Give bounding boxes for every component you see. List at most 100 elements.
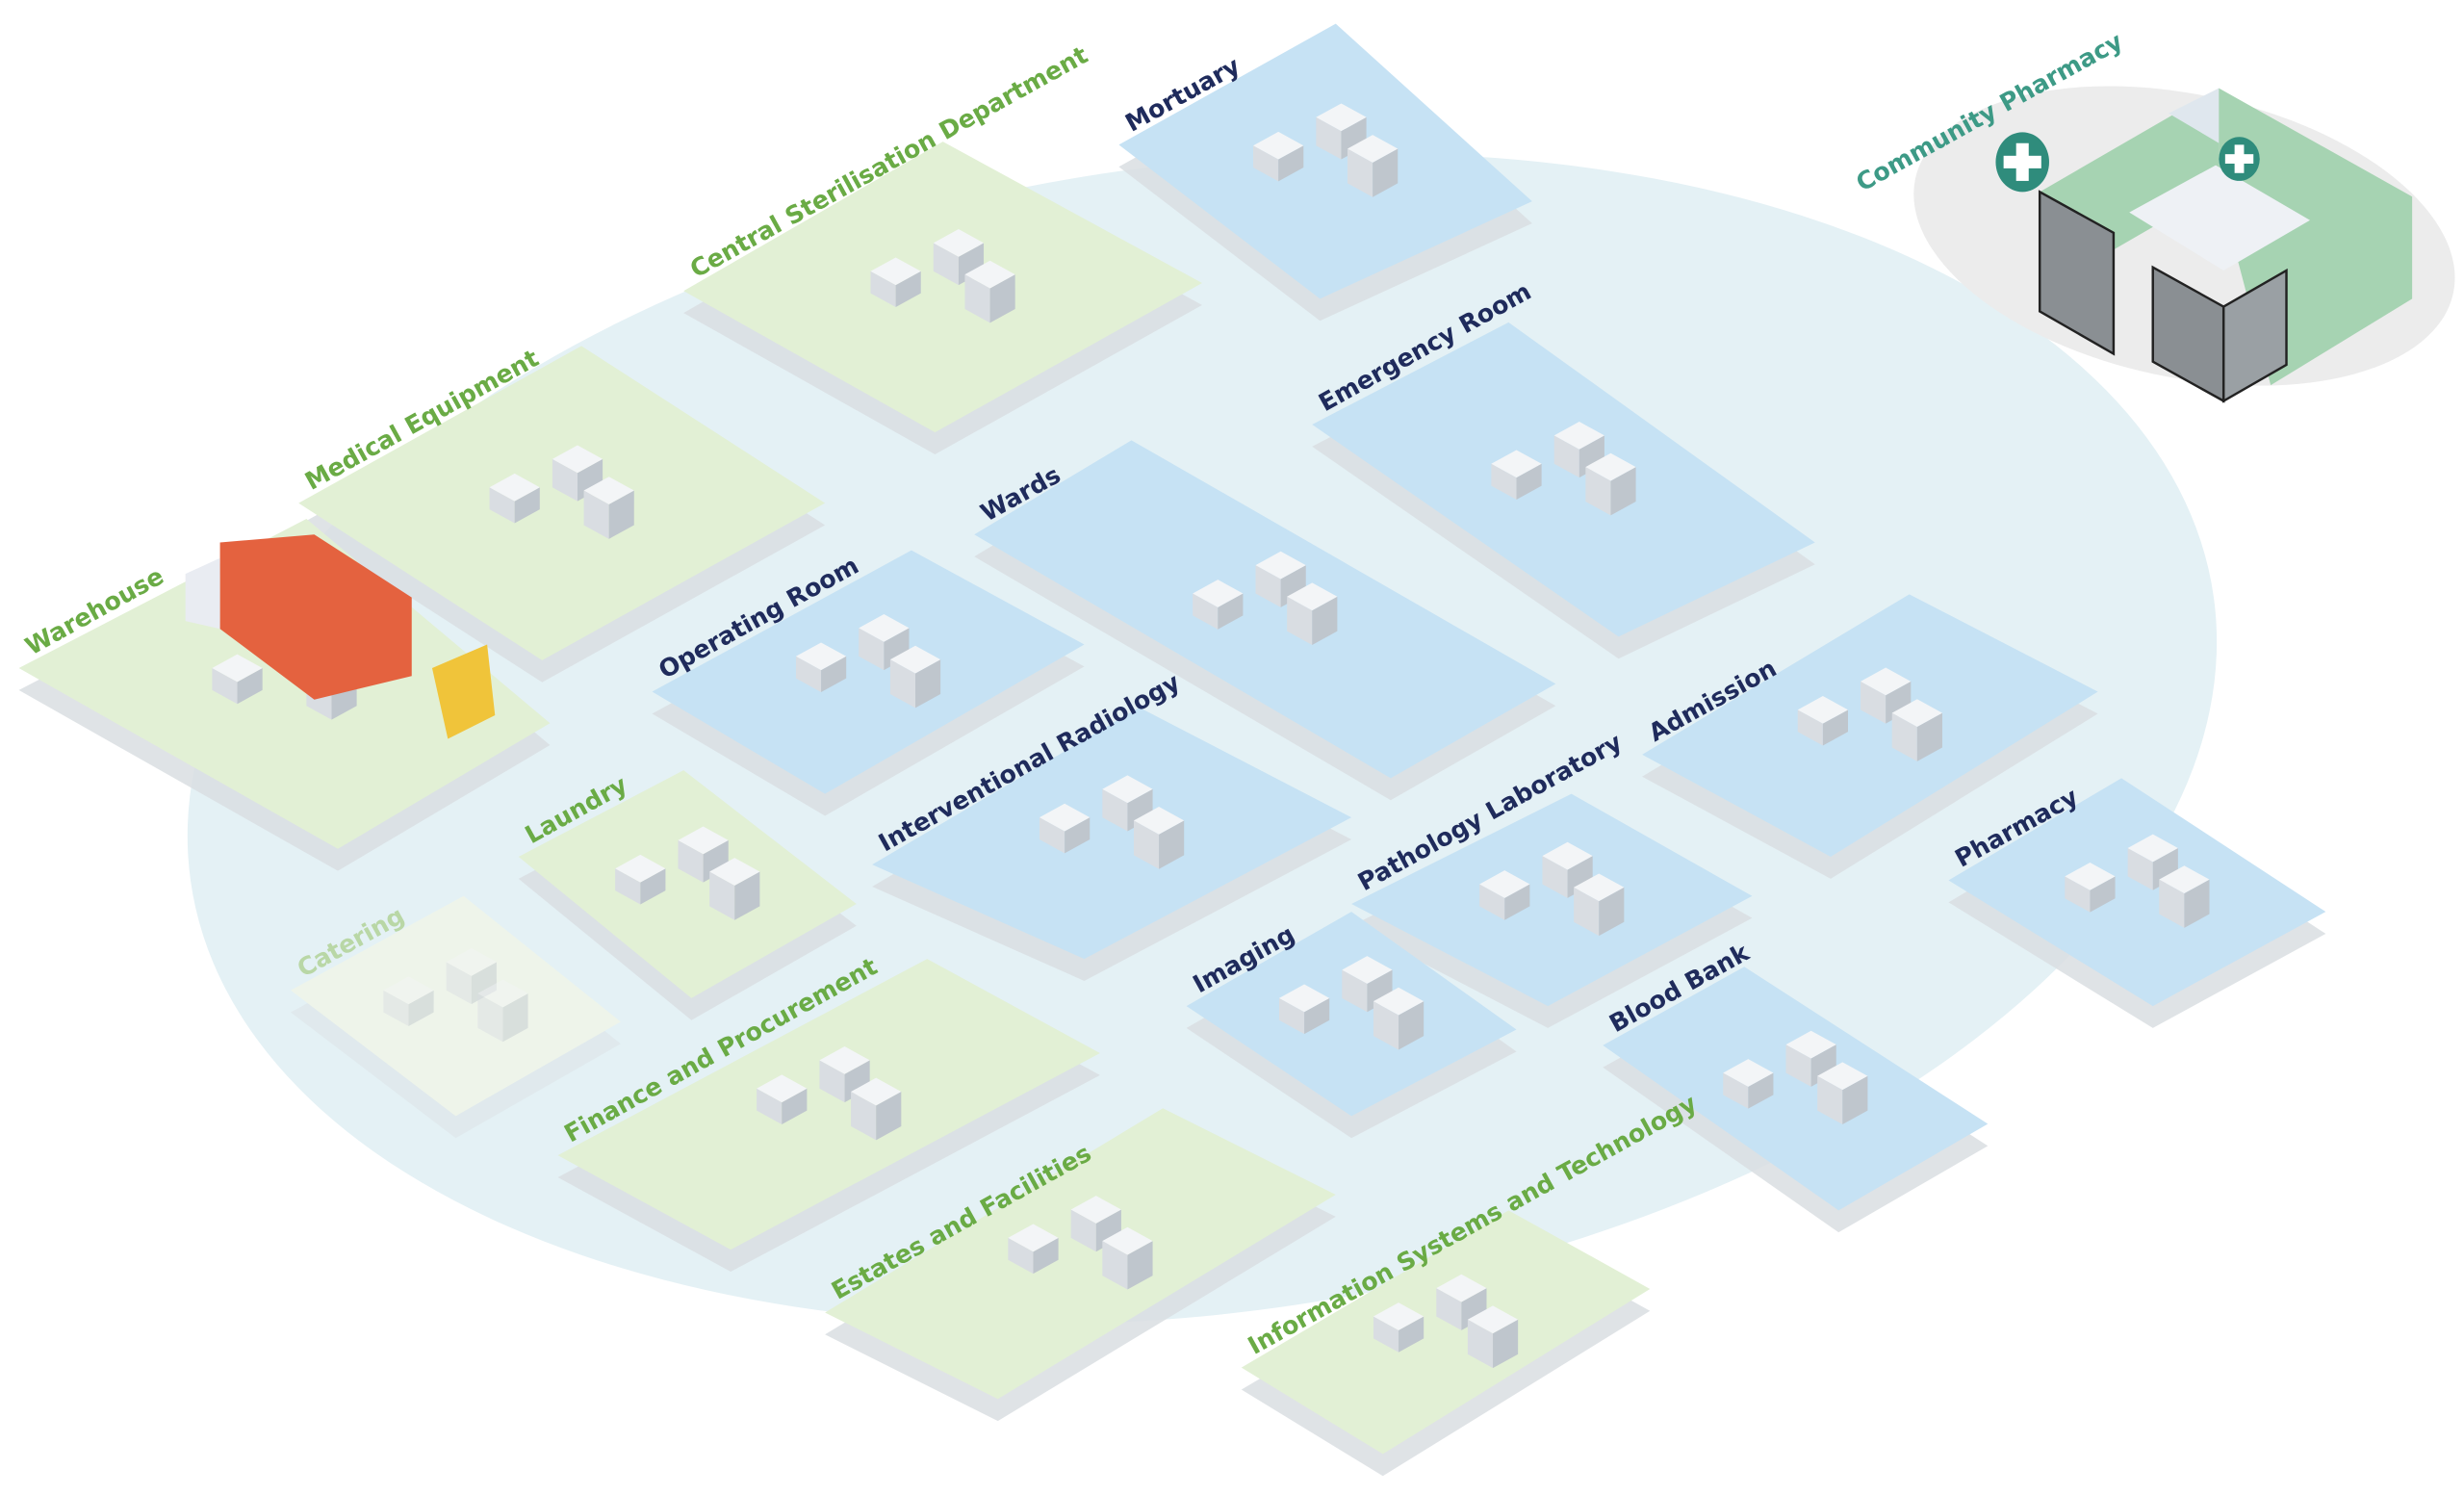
block-side: [1842, 1075, 1868, 1125]
equipment-block: [1008, 1224, 1059, 1275]
block-side: [1348, 148, 1373, 197]
block-side: [1278, 145, 1304, 182]
equipment-block: [1040, 803, 1091, 854]
zone-floor: [1312, 322, 1815, 637]
equipment-block: [583, 477, 634, 539]
block-top: [1723, 1059, 1774, 1087]
equipment-block: [1348, 135, 1399, 197]
block-top: [1133, 807, 1185, 835]
block-side: [819, 1060, 845, 1103]
block-side: [1278, 997, 1305, 1035]
block-side: [1861, 681, 1886, 724]
block-top: [2127, 834, 2178, 863]
equipment-block: [1723, 1059, 1774, 1109]
block-top: [1574, 873, 1625, 902]
block-side: [1008, 1237, 1034, 1275]
equipment-block: [964, 260, 1015, 323]
block-side: [1785, 1044, 1811, 1087]
equipment-block: [2159, 865, 2210, 928]
block-side: [1040, 817, 1065, 854]
block-side: [1102, 788, 1128, 832]
zone-floor: [872, 707, 1352, 960]
block-side: [615, 868, 641, 905]
block-side: [1070, 1209, 1096, 1252]
zone-operating-room[interactable]: Operating Room: [652, 550, 1085, 816]
equipment-block: [1070, 1196, 1121, 1252]
truck-icon: [185, 534, 496, 739]
block-side: [608, 490, 634, 539]
zone-floor: [1948, 778, 2326, 1007]
block-side: [1312, 596, 1338, 646]
zone-emergency-room[interactable]: Emergency Room: [1312, 277, 1815, 659]
block-side: [1542, 856, 1568, 898]
block-side: [237, 668, 263, 705]
block-side: [851, 1092, 877, 1141]
block-side: [933, 243, 959, 286]
block-side: [1797, 709, 1823, 746]
truck-cab: [185, 557, 220, 630]
block-side: [2090, 876, 2116, 913]
block-top: [446, 947, 497, 976]
zone-blood-bank[interactable]: Blood Bank: [1603, 938, 1989, 1233]
equipment-block: [1891, 699, 1942, 761]
equipment-block: [1574, 873, 1625, 937]
block-side: [1033, 1237, 1059, 1275]
forklift: [431, 644, 496, 739]
equipment-block: [1102, 1226, 1153, 1290]
block-side: [1436, 1288, 1462, 1330]
block-top: [757, 1074, 808, 1103]
block-side: [1585, 467, 1611, 516]
block-side: [1399, 1316, 1424, 1353]
block-side: [1304, 997, 1330, 1035]
block-side: [1493, 1319, 1519, 1369]
equipment-block: [795, 642, 847, 693]
block-side: [1373, 148, 1399, 197]
zone-floor: [1241, 1210, 1651, 1455]
block-side: [1159, 820, 1185, 869]
community-pharmacy[interactable]: Community Pharmacy: [1852, 27, 2464, 431]
block-side: [446, 962, 472, 1005]
block-side: [1491, 463, 1517, 501]
block-side: [1102, 1241, 1128, 1290]
block-side: [1127, 1241, 1153, 1290]
block-side: [2159, 879, 2185, 928]
block-side: [915, 659, 941, 709]
zone-floor: [974, 440, 1556, 779]
plus-cross-icon: [1995, 132, 2049, 193]
block-top: [1348, 135, 1399, 163]
block-top: [1491, 450, 1542, 478]
block-side: [678, 839, 704, 883]
block-top: [1102, 775, 1153, 804]
block-side: [1610, 467, 1636, 516]
block-side: [1916, 712, 1942, 761]
equipment-block: [889, 645, 941, 709]
community-pharmacy-door-left: [2038, 190, 2116, 356]
block-top: [1102, 1226, 1153, 1255]
block-top: [851, 1077, 902, 1106]
block-side: [734, 871, 760, 920]
block-side: [1342, 969, 1368, 1013]
block-side: [782, 1088, 808, 1125]
block-side: [640, 868, 666, 905]
equipment-block: [709, 858, 760, 920]
block-side: [989, 274, 1015, 323]
block-side: [859, 628, 885, 671]
block-top: [383, 976, 434, 1005]
community-pharmacy-counter: [2129, 165, 2310, 271]
zone-laundry[interactable]: Laundry: [518, 770, 857, 1020]
equipment-block: [1102, 775, 1153, 832]
block-top: [678, 826, 729, 855]
zone-floor: [291, 895, 621, 1117]
block-top: [1070, 1196, 1121, 1224]
block-top: [964, 260, 1015, 289]
block-side: [1399, 1001, 1424, 1050]
zone-finance-procurement[interactable]: Finance and Procurement: [557, 952, 1100, 1272]
block-side: [2184, 879, 2210, 928]
block-side: [1373, 1001, 1399, 1050]
block-side: [709, 871, 735, 920]
block-side: [1748, 1072, 1774, 1109]
plus-cross-icon: [2219, 137, 2260, 181]
zone-floor: [1118, 23, 1532, 299]
block-top: [1255, 551, 1306, 580]
block-top: [2159, 865, 2210, 894]
